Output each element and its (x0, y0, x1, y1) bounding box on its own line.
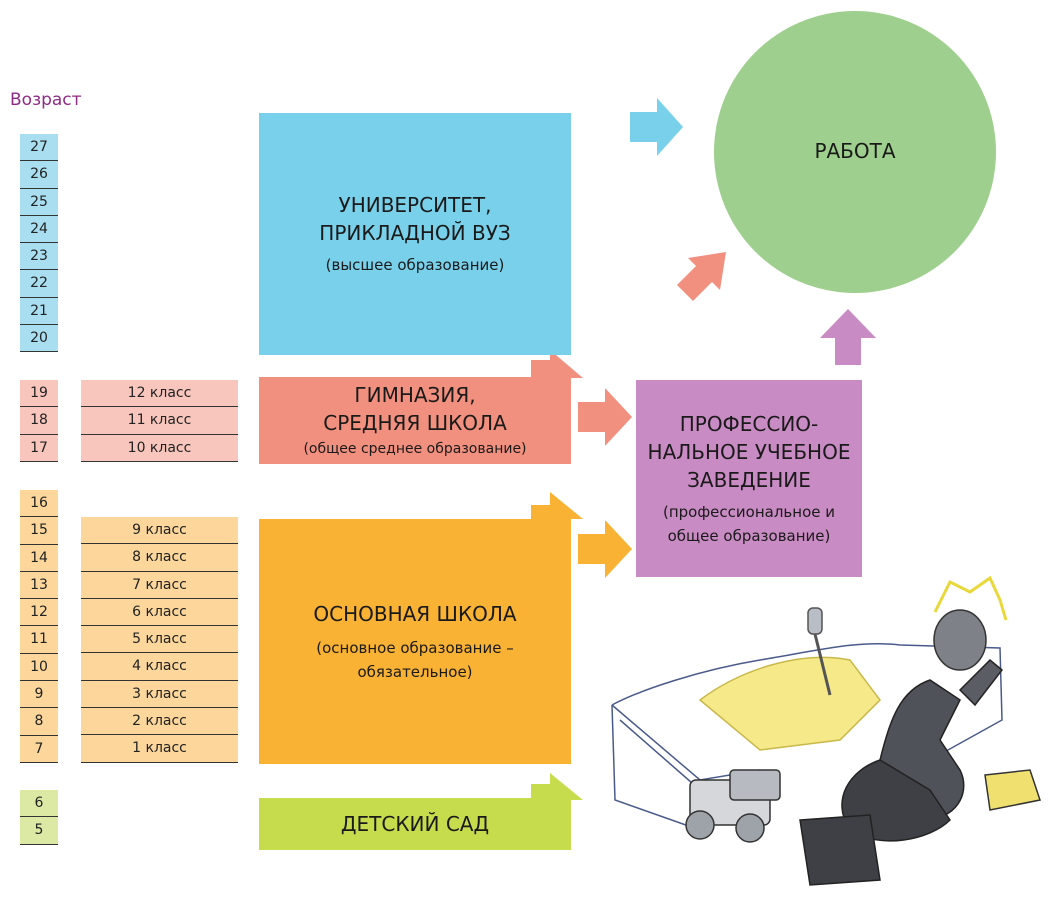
university-title-line2: ПРИКЛАДНОЙ ВУЗ (319, 221, 511, 245)
arrow-kindergarten-to-basic (531, 773, 583, 800)
grade-cell: 5 класс (81, 626, 238, 654)
grade-cell: 1 класс (81, 735, 238, 763)
age-cell: 19 (20, 380, 58, 408)
age-cell: 22 (20, 270, 58, 298)
vocational-title-line1: ПРОФЕССИО- (679, 411, 819, 436)
grade-cell: 3 класс (81, 680, 238, 709)
university-subtitle: (высшее образование) (325, 256, 505, 274)
basic-school-subtitle-line2: обязательное) (357, 662, 473, 681)
work-circle (714, 11, 996, 293)
arrow-vocational-to-work (820, 309, 876, 365)
arrow-gymnasium-to-vocational (578, 388, 632, 446)
age-cell: 6 (20, 790, 58, 818)
vocational-subtitle-line1: (профессиональное и (663, 502, 835, 521)
age-cell: 12 (20, 599, 58, 627)
kindergarten-block: ДЕТСКИЙ САД (259, 798, 571, 850)
vocational-title-line2: НАЛЬНОЕ УЧЕБНОЕ (647, 439, 851, 464)
grade-cell: 6 класс (81, 598, 238, 627)
age-cell: 8 (20, 708, 58, 736)
arrow-basic-to-vocational (578, 520, 632, 578)
arrow-gymnasium-to-work (677, 252, 726, 301)
grade-cell: 9 класс (81, 517, 238, 545)
sandbox-illustration (611, 575, 1041, 886)
age-cell: 16 (20, 490, 58, 518)
kindergarten-title: ДЕТСКИЙ САД (340, 812, 490, 836)
grade-cell: 11 класс (81, 407, 238, 435)
work-label: РАБОТА (814, 139, 896, 163)
age-cell: 24 (20, 215, 58, 244)
age-cell: 7 (20, 735, 58, 763)
university-block: УНИВЕРСИТЕТ, ПРИКЛАДНОЙ ВУЗ (высшее обра… (259, 113, 571, 355)
gymnasium-title-line1: ГИМНАЗИЯ, (354, 382, 476, 407)
age-cell: 23 (20, 243, 58, 271)
arrow-gymnasium-to-university (531, 350, 583, 378)
vocational-subtitle-line2: общее образование) (667, 526, 831, 545)
basic-school-subtitle-line1: (основное образование – (316, 638, 514, 657)
age-cell: 26 (20, 161, 58, 189)
arrow-university-to-work (630, 98, 683, 156)
age-cell: 11 (20, 626, 58, 654)
basic-school-title: ОСНОВНАЯ ШКОЛА (313, 601, 517, 626)
age-cell: 13 (20, 571, 58, 600)
grade-cell: 2 класс (81, 708, 238, 736)
age-cell: 15 (20, 517, 58, 545)
vocational-block: ПРОФЕССИО- НАЛЬНОЕ УЧЕБНОЕ ЗАВЕДЕНИЕ (пр… (636, 380, 862, 577)
grade-cell: 7 класс (81, 571, 238, 599)
grade-cell: 4 класс (81, 653, 238, 681)
grade-cell: 10 класс (81, 434, 238, 462)
age-cell: 27 (20, 134, 58, 162)
university-title-line1: УНИВЕРСИТЕТ, (338, 193, 492, 217)
age-cell: 10 (20, 653, 58, 682)
vocational-title-line3: ЗАВЕДЕНИЕ (687, 467, 811, 492)
age-cell: 9 (20, 681, 58, 709)
age-cell: 21 (20, 297, 58, 326)
age-cell: 17 (20, 434, 58, 462)
grade-cell: 8 класс (81, 544, 238, 572)
age-cell: 18 (20, 407, 58, 435)
age-cell: 20 (20, 325, 58, 353)
grade-cell: 12 класс (81, 380, 238, 408)
gymnasium-title-line2: СРЕДНЯЯ ШКОЛА (323, 410, 507, 435)
age-cell: 25 (20, 188, 58, 216)
arrow-basic-to-gymnasium (531, 492, 583, 519)
age-title: Возраст (10, 90, 82, 110)
age-cell: 5 (20, 817, 58, 845)
gymnasium-subtitle: (общее среднее образование) (303, 440, 527, 457)
basic-school-block: ОСНОВНАЯ ШКОЛА (основное образование – о… (259, 519, 571, 764)
age-cell: 14 (20, 544, 58, 572)
gymnasium-block: ГИМНАЗИЯ, СРЕДНЯЯ ШКОЛА (общее среднее о… (259, 377, 571, 464)
